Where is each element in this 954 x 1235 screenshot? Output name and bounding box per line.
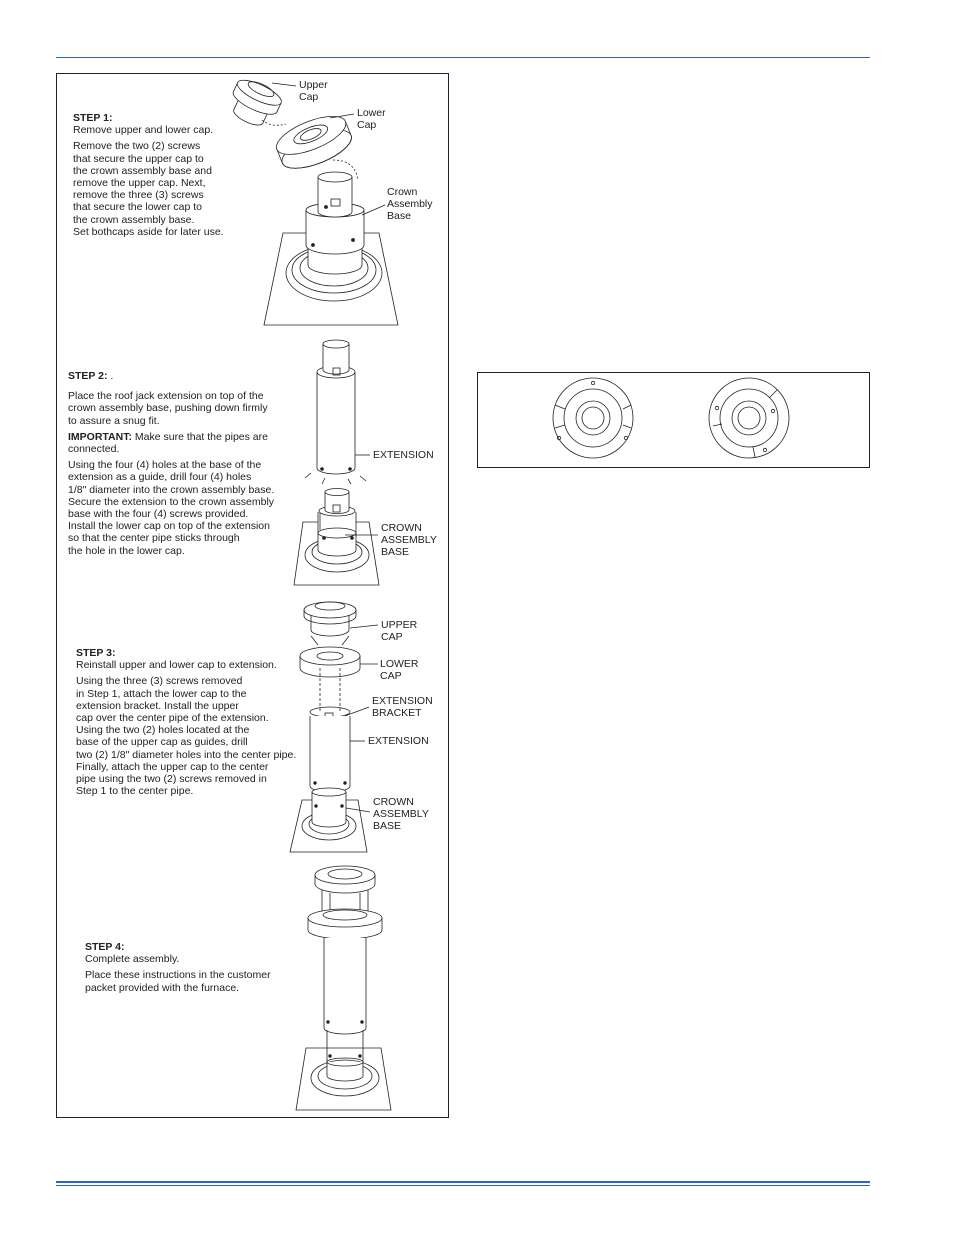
step2-line: Install the lower cap on top of the exte… <box>68 520 270 533</box>
step1-text: STEP 1:Remove upper and lower cap. Remov… <box>73 112 273 238</box>
step2-line: to assure a snug fit. <box>68 414 160 427</box>
step1-line: Set bothcaps aside for later use. <box>73 225 224 238</box>
step2-line: Using the four (4) holes at the base of … <box>68 459 262 472</box>
step3-line: extension bracket. Install the upper <box>76 699 239 712</box>
step3-line: pipe using the two (2) screws removed in <box>76 773 267 786</box>
label-upper-cap: Upper Cap <box>299 79 328 103</box>
step3-line: Finally, attach the upper cap to the cen… <box>76 760 269 773</box>
label-extension-bracket: EXTENSION BRACKET <box>372 695 433 719</box>
step2-line: Place the roof jack extension on top of … <box>68 390 264 403</box>
important-text: connected. <box>68 443 120 456</box>
step1-heading: STEP 1: <box>73 112 113 124</box>
roof-plate <box>295 1047 392 1111</box>
step3-line: cap over the center pipe of the extensio… <box>76 712 269 725</box>
header-rule <box>56 57 870 58</box>
important-label: IMPORTANT: <box>68 430 132 443</box>
installation-steps-panel <box>56 73 449 1118</box>
step3-illustration <box>289 601 379 853</box>
step2-heading: STEP 2: <box>68 370 108 382</box>
step1-illustration <box>232 79 399 326</box>
step2-line: crown assembly base, pushing down firmly <box>68 402 268 415</box>
step2-line: the hole in the lower cap. <box>68 544 185 557</box>
step3-summary: Reinstall upper and lower cap to extensi… <box>76 659 277 672</box>
step1-line: that secure the lower cap to <box>73 201 202 214</box>
right-cap-top-view <box>708 377 790 459</box>
step1-line: remove the upper cap. Next, <box>73 177 206 190</box>
step3-text: STEP 3:Reinstall upper and lower cap to … <box>76 647 308 797</box>
label-extension: EXTENSION <box>368 735 429 747</box>
step2-heading-suffix: . <box>107 370 114 382</box>
step1-body: Remove the two (2) screws that secure th… <box>73 140 273 238</box>
cap-top-view-figure <box>477 372 870 468</box>
important-text: Make sure that the pipes are <box>131 430 268 443</box>
step1-line: remove the three (3) screws <box>73 189 204 202</box>
step1-line: that secure the upper cap to <box>73 152 204 165</box>
step3-line: Using the three (3) screws removed <box>76 675 243 688</box>
step4-heading: STEP 4: <box>85 941 125 953</box>
step4-summary: Complete assembly. <box>85 953 180 966</box>
step1-line: the crown assembly base. <box>73 213 195 226</box>
lower-cap-drawing <box>276 115 352 169</box>
step4-line: Place these instructions in the customer <box>85 969 271 982</box>
footer-rule <box>56 1185 870 1186</box>
label-crown-assembly-base: CROWN ASSEMBLY BASE <box>373 796 429 832</box>
upper-cap-drawing <box>232 79 282 126</box>
step3-line: Using the two (2) holes located at the <box>76 724 250 737</box>
label-crown-assembly-base: CROWN ASSEMBLY BASE <box>381 522 437 558</box>
step4-text: STEP 4:Complete assembly. Place these in… <box>85 941 295 994</box>
step1-summary: Remove upper and lower cap. <box>73 124 214 137</box>
step3-heading: STEP 3: <box>76 647 116 659</box>
step4-illustration <box>295 865 392 1111</box>
step4-line: packet provided with the furnace. <box>85 981 240 994</box>
bracket-tab <box>330 198 341 207</box>
footer-rule <box>56 1181 870 1183</box>
step2-line: Secure the extension to the crown assemb… <box>68 495 275 508</box>
label-lower-cap: Lower Cap <box>357 107 386 131</box>
step2-text: STEP 2: . Place the roof jack extension … <box>68 370 293 557</box>
step3-line: in Step 1, attach the lower cap to the <box>76 687 247 700</box>
label-lower-cap: LOWER CAP <box>380 658 419 682</box>
step1-line: Remove the two (2) screws <box>73 140 201 153</box>
step2-line: base with the four (4) screws provided. <box>68 508 249 521</box>
step2-line: so that the center pipe sticks through <box>68 532 240 545</box>
step2-line: 1/8" diameter into the crown assembly ba… <box>68 483 275 496</box>
step2-illustration <box>293 339 380 586</box>
step3-line: two (2) 1/8" diameter holes into the cen… <box>76 748 297 761</box>
step2-line: extension as a guide, drill four (4) hol… <box>68 471 252 484</box>
label-upper-cap: UPPER CAP <box>381 619 418 643</box>
label-crown-assembly-base: Crown Assembly Base <box>387 186 433 222</box>
left-cap-top-view <box>552 377 634 459</box>
step3-line: Step 1 to the center pipe. <box>76 785 194 798</box>
step3-line: base of the upper cap as guides, drill <box>76 736 248 749</box>
step1-line: the crown assembly base and <box>73 164 212 177</box>
label-extension: EXTENSION <box>373 449 434 461</box>
